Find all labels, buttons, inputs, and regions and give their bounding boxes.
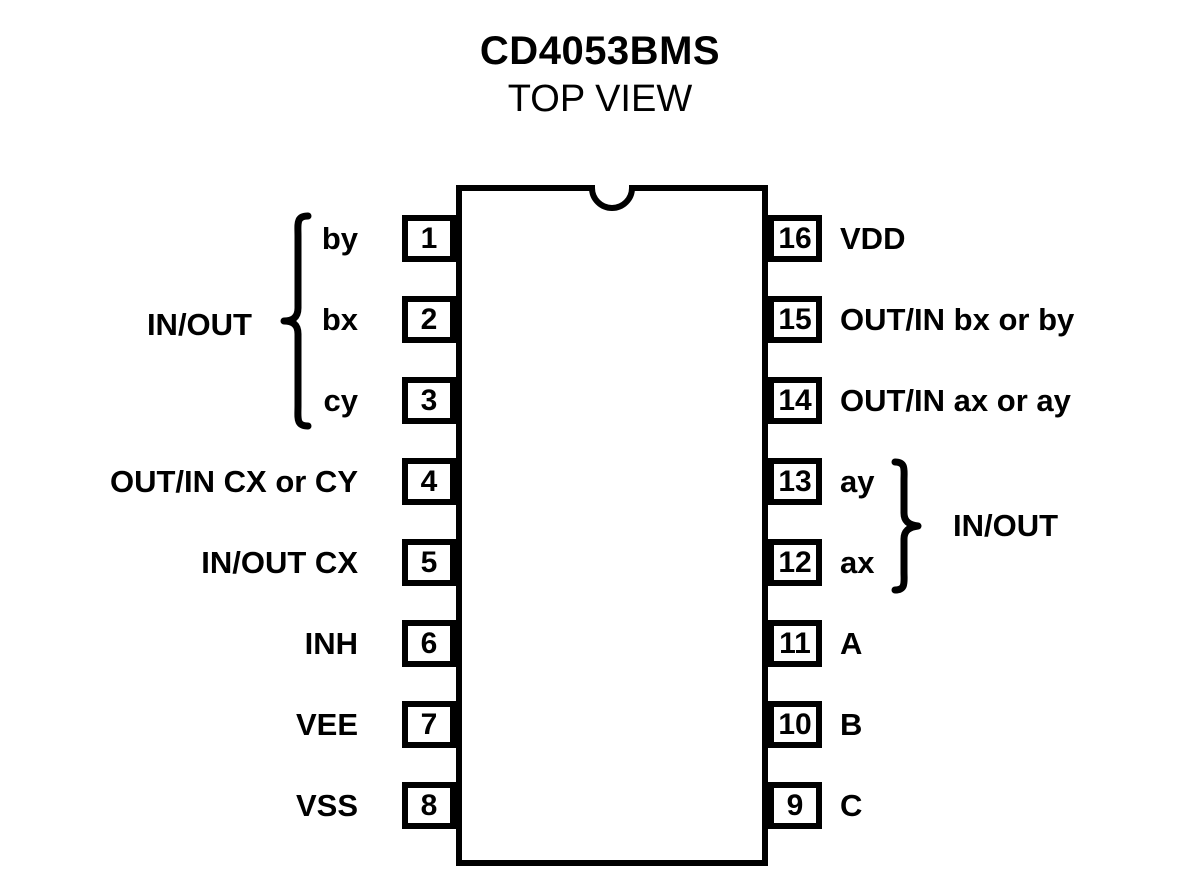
pin-box-10[interactable]: 10 bbox=[768, 701, 822, 748]
left-group-label: IN/OUT bbox=[146, 307, 252, 342]
pin-label-8: VSS bbox=[295, 788, 358, 823]
pin-box-9[interactable]: 9 bbox=[768, 782, 822, 829]
pin-box-14[interactable]: 14 bbox=[768, 377, 822, 424]
pin-label-10: B bbox=[840, 707, 863, 742]
pin-box-16[interactable]: 16 bbox=[768, 215, 822, 262]
pin-box-11[interactable]: 11 bbox=[768, 620, 822, 667]
right-group-brace-icon bbox=[890, 458, 924, 594]
pin-label-14: OUT/IN ax or ay bbox=[840, 383, 1071, 418]
pin-label-4: OUT/IN CX or CY bbox=[109, 464, 358, 499]
pin-box-6[interactable]: 6 bbox=[402, 620, 456, 667]
pin-box-3[interactable]: 3 bbox=[402, 377, 456, 424]
pin-box-7[interactable]: 7 bbox=[402, 701, 456, 748]
pin-label-6: INH bbox=[304, 626, 358, 661]
pin-box-4[interactable]: 4 bbox=[402, 458, 456, 505]
pin-label-1: by bbox=[321, 221, 358, 256]
left-group-brace-icon bbox=[278, 212, 312, 430]
pin-box-2[interactable]: 2 bbox=[402, 296, 456, 343]
pin-label-9: C bbox=[840, 788, 863, 823]
chip-body bbox=[456, 185, 768, 866]
chip-outline-path bbox=[456, 185, 768, 866]
pin-box-5[interactable]: 5 bbox=[402, 539, 456, 586]
pin-label-7: VEE bbox=[295, 707, 358, 742]
view-subtitle: TOP VIEW bbox=[507, 78, 693, 120]
pin-label-12: ax bbox=[840, 545, 875, 580]
pin-box-8[interactable]: 8 bbox=[402, 782, 456, 829]
pin-label-5: IN/OUT CX bbox=[201, 545, 358, 580]
pin-label-3: cy bbox=[323, 383, 358, 418]
pin-label-13: ay bbox=[840, 464, 875, 499]
pin-box-12[interactable]: 12 bbox=[768, 539, 822, 586]
title-block: CD4053BMS TOP VIEW bbox=[0, 28, 1200, 122]
pin-box-15[interactable]: 15 bbox=[768, 296, 822, 343]
pin-box-1[interactable]: 1 bbox=[402, 215, 456, 262]
pin-label-16: VDD bbox=[840, 221, 906, 256]
pin-label-11: A bbox=[840, 626, 863, 661]
pin-box-13[interactable]: 13 bbox=[768, 458, 822, 505]
pin-label-15: OUT/IN bx or by bbox=[840, 302, 1075, 337]
page-title: CD4053BMS bbox=[479, 29, 721, 73]
right-group-label: IN/OUT bbox=[953, 508, 1059, 543]
pin-label-2: bx bbox=[321, 302, 358, 337]
